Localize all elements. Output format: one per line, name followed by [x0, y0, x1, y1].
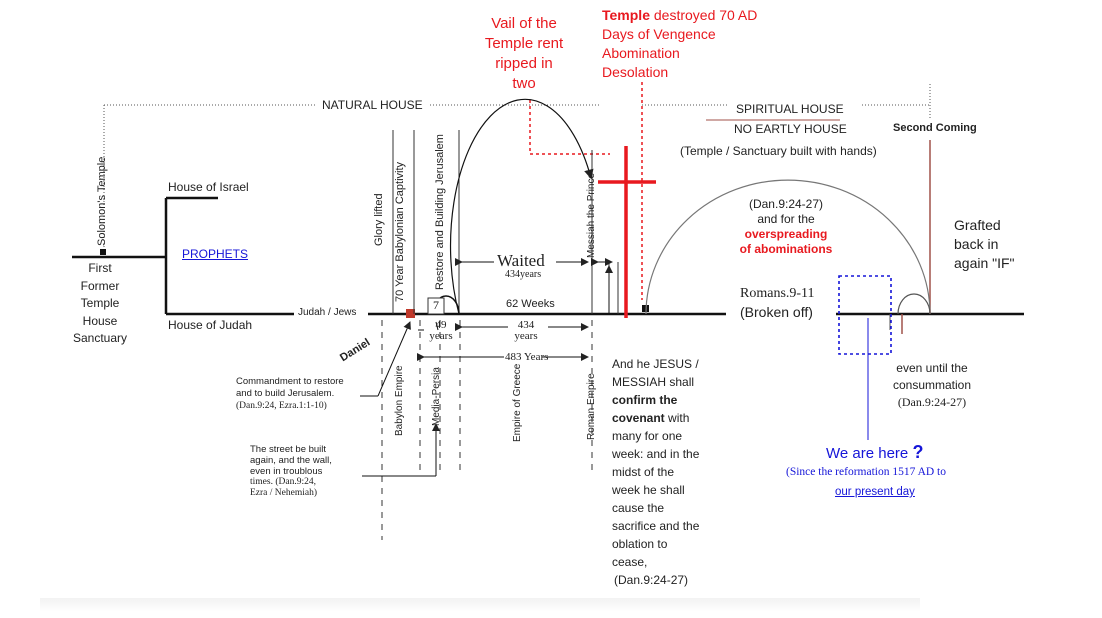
grafted-note: Grafted back in again "IF": [954, 217, 1015, 271]
rome-label: Roman Empire: [586, 373, 597, 440]
seven-label: 7: [433, 298, 439, 312]
present-day-link[interactable]: our present day: [835, 486, 915, 498]
vail-line-2: Temple rent: [484, 35, 564, 52]
since-reformation-label: (Since the reformation 1517 AD to: [786, 466, 947, 478]
waited-years-label: 434years: [505, 269, 542, 280]
no-earthly-house-label: NO EARTLY HOUSE: [734, 122, 847, 136]
commandment-note: Commandment to restore and to build Jeru…: [236, 376, 344, 411]
temple-line-3: Abomination: [602, 45, 680, 61]
page-shadow: [40, 598, 920, 612]
temple-line-4: Desolation: [602, 64, 669, 80]
cross-icon: [598, 146, 656, 318]
messiah-prince-label: Messiah the Prince: [586, 172, 597, 258]
solomons-temple-label: Solomon's Temple: [96, 156, 108, 246]
prophets-link[interactable]: PROPHETS: [182, 247, 249, 261]
captivity-marker-icon: [406, 309, 415, 318]
broken-off-label: (Broken off): [740, 304, 813, 320]
arc-note: (Dan.9:24-27) and for the overspreading …: [739, 197, 833, 256]
second-coming-label: Second Coming: [893, 122, 977, 134]
four-thirty-four-label: 434 years: [514, 319, 538, 342]
temple-rest: destroyed 70 AD: [649, 7, 758, 23]
jesus-note: And he JESUS / MESSIAH shall confirm the…: [612, 357, 700, 587]
babylon-empire-label: Babylon Empire: [394, 365, 405, 436]
house-of-israel-label: House of Israel: [168, 180, 249, 194]
natural-house-label: NATURAL HOUSE: [322, 98, 423, 112]
temple-bold: Temple: [602, 7, 650, 23]
greece-label: Empire of Greece: [512, 363, 523, 442]
temple-line-2: Days of Vengence: [602, 26, 716, 42]
solomon-marker-icon: [100, 249, 106, 255]
square-marker-icon: [642, 305, 649, 312]
vail-line-4: two: [512, 75, 536, 92]
temple-note: Temple destroyed 70 AD Days of Vengence …: [602, 6, 757, 82]
glory-lifted-label: Glory lifted: [373, 193, 385, 246]
we-are-here-box: [838, 275, 892, 355]
vail-note: Vail of the Temple rent ripped in two: [474, 14, 574, 94]
we-are-here-label: We are here ?: [826, 442, 924, 462]
judah-jews-label: Judah / Jews: [298, 307, 357, 318]
temple-hands-label: (Temple / Sanctuary built with hands): [680, 144, 877, 158]
sixty-two-weeks-label: 62 Weeks: [506, 298, 555, 310]
four-eighty-three-label: 483 Years: [505, 351, 549, 363]
first-temple-label: First Former Temple House Sanctuary: [72, 261, 128, 345]
consummation-note: even until the consummation (Dan.9:24-27…: [892, 361, 972, 409]
captivity-label: 70 Year Babylonian Captivity: [394, 161, 406, 302]
restore-label: Restore and Building Jerusalem: [434, 134, 446, 290]
street-note: The street be built again, and the wall,…: [250, 444, 332, 498]
vail-line-1: Vail of the: [491, 15, 557, 32]
question-mark-icon: ?: [912, 442, 924, 462]
house-of-judah-label: House of Judah: [168, 318, 253, 332]
spiritual-house-label: SPIRITUAL HOUSE: [736, 102, 844, 116]
waited-label: Waited: [497, 251, 545, 270]
forty-nine-years-label: 49 years: [429, 319, 453, 342]
vail-line-3: ripped in: [495, 55, 553, 72]
media-persia-label: Media-Persia: [431, 367, 442, 426]
romans-label: Romans.9-11: [740, 286, 815, 301]
